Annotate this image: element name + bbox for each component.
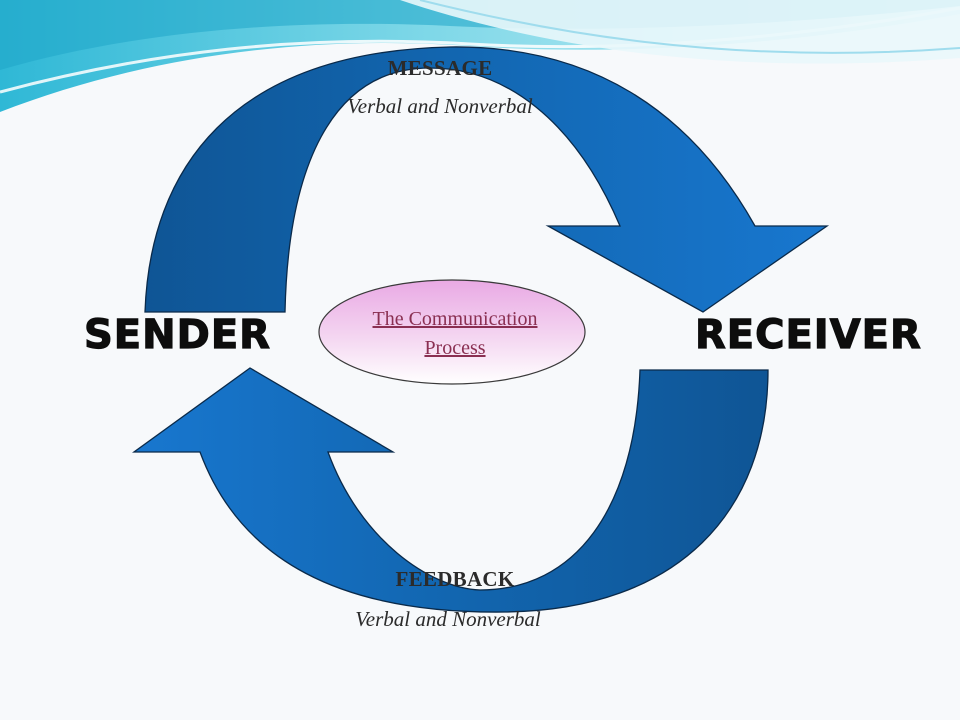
center-title-line2: Process (424, 337, 486, 359)
sender-label: SENDER (83, 311, 271, 358)
header-wave-decoration (0, 0, 960, 112)
center-title: The Communication Process (330, 305, 580, 363)
message-arrow-icon (144, 46, 830, 313)
feedback-arrow-icon (131, 367, 769, 613)
feedback-title: FEEDBACK (395, 567, 515, 591)
message-title: MESSAGE (387, 56, 493, 80)
center-ellipse (318, 279, 586, 385)
message-subtitle: Verbal and Nonverbal (347, 94, 533, 118)
center-title-line1: The Communication (372, 308, 538, 330)
receiver-label: RECEIVER (694, 311, 922, 358)
feedback-subtitle: Verbal and Nonverbal (355, 607, 541, 631)
